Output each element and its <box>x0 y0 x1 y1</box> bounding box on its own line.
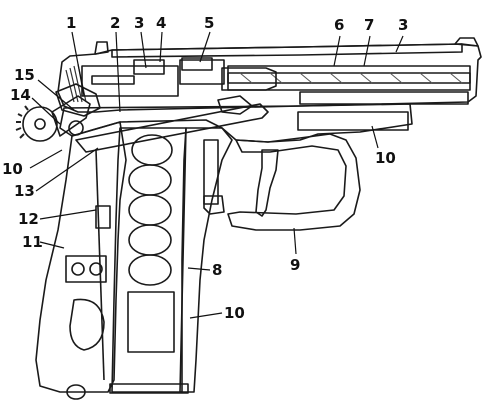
firing-pin <box>91 75 135 85</box>
magazine-floorplate <box>109 383 189 394</box>
label-15: 15 <box>14 66 35 84</box>
ejection-port <box>179 59 225 85</box>
part-number-labels: 1 2 3 4 5 6 7 3 15 14 10 13 12 11 10 8 9… <box>2 14 408 322</box>
lanyard-ring <box>66 384 86 400</box>
trigger <box>255 149 279 217</box>
label-10-right: 10 <box>375 149 396 167</box>
grip-front <box>179 127 233 393</box>
hammer <box>15 95 91 142</box>
label-7: 7 <box>364 16 374 34</box>
front-sight <box>454 37 479 47</box>
label-6: 6 <box>334 16 344 34</box>
label-14: 14 <box>10 86 31 104</box>
label-10-bottom: 10 <box>224 304 245 322</box>
chambered-cartridge <box>221 67 277 91</box>
magazine-cartridges <box>128 134 173 286</box>
label-3-top-left: 3 <box>134 14 144 32</box>
trigger-spring-retainer <box>203 195 225 215</box>
safety-lever <box>55 83 101 117</box>
magazine <box>109 127 189 394</box>
rear-sight <box>94 41 109 55</box>
label-8: 8 <box>212 261 222 279</box>
leader-lines <box>29 31 404 319</box>
trigger-spring <box>203 139 219 205</box>
magazine-catch-rod <box>95 149 105 381</box>
sear <box>217 95 253 115</box>
magazine-catch <box>95 205 111 229</box>
firing-pin-spring <box>133 59 165 75</box>
label-9: 9 <box>290 256 300 274</box>
trigger-bar <box>75 103 269 153</box>
label-1: 1 <box>66 14 76 32</box>
grip-frame <box>35 121 127 400</box>
trigger-guard <box>227 133 361 231</box>
extractor <box>181 57 213 71</box>
label-2: 2 <box>110 14 120 32</box>
barrel <box>221 65 471 91</box>
label-10-left: 10 <box>2 160 23 178</box>
label-4: 4 <box>156 14 166 32</box>
label-3-top-right: 3 <box>398 16 408 34</box>
breech-block <box>81 57 213 97</box>
slide <box>57 37 482 113</box>
magazine-spring <box>127 291 175 353</box>
label-5: 5 <box>204 14 214 32</box>
label-12: 12 <box>18 210 39 228</box>
mainspring <box>65 255 107 283</box>
label-13: 13 <box>14 182 35 200</box>
label-11: 11 <box>22 233 43 251</box>
